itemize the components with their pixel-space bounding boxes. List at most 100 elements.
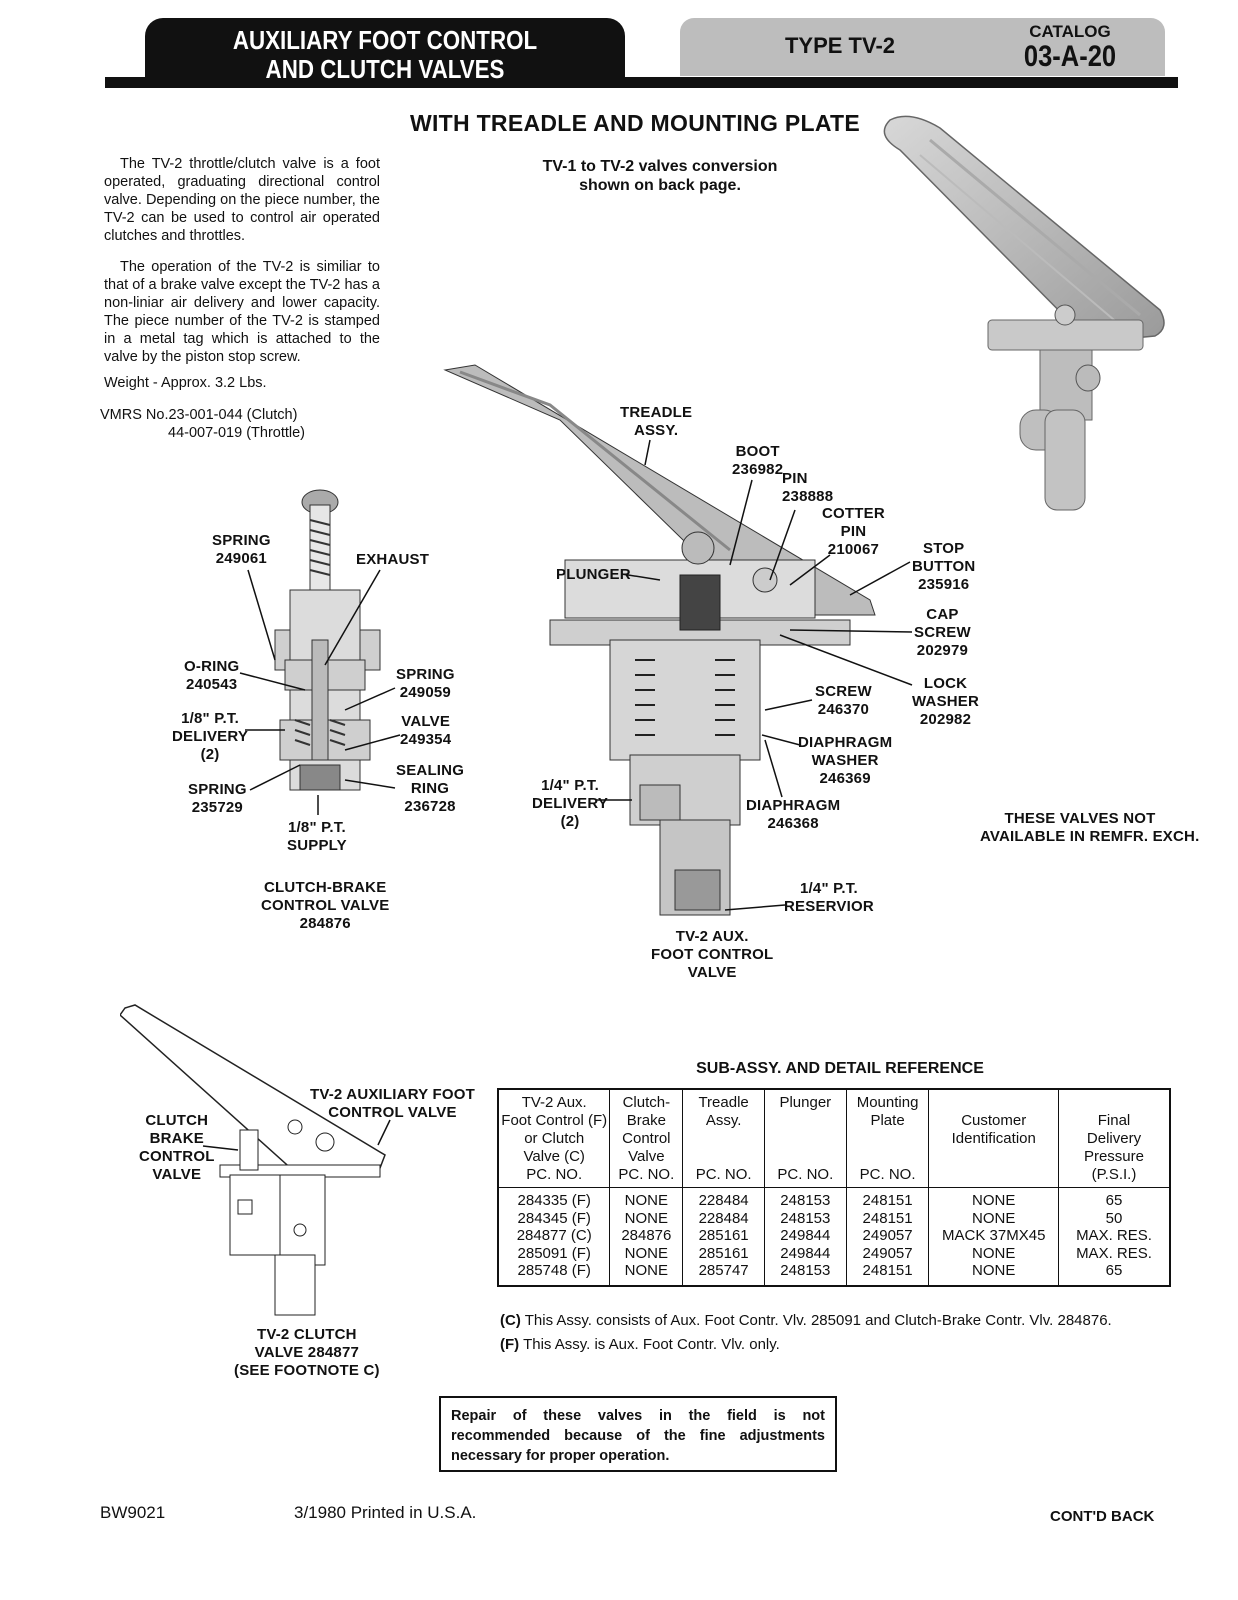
table-column-cell: 284335 (F)284345 (F)284877 (C)285091 (F)…: [498, 1188, 610, 1287]
table-cell: 284876: [621, 1227, 672, 1244]
reference-table-title: SUB-ASSY. AND DETAIL REFERENCE: [696, 1060, 984, 1077]
table-cell: 248151: [862, 1192, 913, 1209]
table-cell: 284335 (F): [517, 1192, 591, 1209]
catalog-number: 03-A-20: [1023, 40, 1117, 73]
table-cell: NONE: [972, 1262, 1016, 1279]
label-boot-236982: BOOT 236982: [732, 443, 784, 478]
table-cell: 248151: [862, 1262, 913, 1279]
table-header-cell: Mounting Plate PC. NO.: [845, 1089, 929, 1188]
table-cell: 285161: [698, 1244, 749, 1262]
table-cell: 249057: [862, 1227, 913, 1244]
label-plunger: PLUNGER: [556, 566, 631, 583]
repair-note-box: Repair of these valves in the field is n…: [439, 1396, 837, 1472]
table-header-cell: Clutch- Brake Control Valve PC. NO.: [609, 1089, 683, 1188]
label-valve-249354: VALVE 249354: [400, 713, 452, 748]
table-cell: 249844: [780, 1227, 831, 1244]
label-delivery-1-4: 1/4" P.T. DELIVERY (2): [532, 777, 609, 830]
table-cell: 285748 (F): [517, 1262, 591, 1279]
table-cell: MACK 37MX45: [942, 1227, 1046, 1244]
table-cell: 65: [1105, 1262, 1123, 1279]
label-diaphragm-246368: DIAPHRAGM 246368: [746, 797, 841, 832]
table-header-cell: Plunger PC. NO.: [763, 1089, 847, 1188]
footnote-f-key: (F): [500, 1336, 520, 1353]
table-cell: MAX. RES.: [1076, 1227, 1152, 1244]
label-pin-238888: PIN 238888: [782, 470, 834, 505]
table-cell: 228484: [698, 1192, 749, 1209]
footnote-f-text: This Assy. is Aux. Foot Contr. Vlv. only…: [523, 1336, 780, 1353]
conversion-note-line2: shown on back page.: [579, 177, 741, 194]
table-cell: NONE: [624, 1244, 669, 1262]
table-header-cell: Final Delivery Pressure (P.S.I.): [1057, 1089, 1170, 1188]
label-delivery-1-8: 1/8" P.T. DELIVERY (2): [172, 710, 249, 763]
table-cell: 249844: [780, 1244, 831, 1262]
table-cell: NONE: [972, 1192, 1016, 1209]
label-cap-screw: CAP SCREW 202979: [914, 606, 971, 659]
treadle-photo: [883, 115, 1165, 511]
label-sealing-ring: SEALING RING 236728: [396, 762, 465, 815]
label-supply-1-8: 1/8" P.T. SUPPLY: [287, 819, 347, 854]
clutch-valve-caption: CLUTCH-BRAKE CONTROL VALVE 284876: [261, 879, 390, 932]
label-spring-249061: SPRING 249061: [212, 532, 271, 567]
footnote-c-text: This Assy. consists of Aux. Foot Contr. …: [524, 1312, 1112, 1329]
label-cotter-pin: COTTER PIN 210067: [822, 505, 885, 558]
table-row: 284335 (F)284345 (F)284877 (C)285091 (F)…: [498, 1187, 1170, 1287]
table-cell: 248153: [780, 1209, 831, 1227]
label-stop-button: STOP BUTTON 235916: [912, 540, 976, 593]
table-cell: NONE: [624, 1262, 669, 1279]
label-screw-246370: SCREW 246370: [815, 683, 872, 718]
conversion-note: TV-1 to TV-2 valves conversion shown on …: [500, 157, 820, 195]
label-diaphragm-washer: DIAPHRAGM WASHER 246369: [798, 734, 893, 787]
table-header-cell: TV-2 Aux. Foot Control (F) or Clutch Val…: [498, 1089, 610, 1188]
table-cell: NONE: [624, 1209, 669, 1227]
page-subtitle: WITH TREADLE AND MOUNTING PLATE: [409, 110, 861, 136]
label-spring-249059: SPRING 249059: [396, 666, 455, 701]
label-oring-240543: O-RING 240543: [184, 658, 240, 693]
table-header-cell: Treadle Assy. PC. NO.: [682, 1089, 765, 1188]
table-header-row: TV-2 Aux. Foot Control (F) or Clutch Val…: [498, 1089, 1170, 1188]
table-cell: 248151: [862, 1209, 913, 1227]
table-cell: NONE: [972, 1244, 1016, 1262]
footer-code: BW9021: [100, 1503, 166, 1522]
table-cell: 284877 (C): [516, 1227, 592, 1244]
intro-paragraph-2: The operation of the TV-2 is similiar to…: [104, 259, 380, 365]
tv2-valve-caption: TV-2 AUX. FOOT CONTROL VALVE: [651, 928, 774, 981]
catalog-label: CATALOG: [1029, 22, 1111, 41]
table-cell: NONE: [972, 1209, 1016, 1227]
table-cell: 285161: [698, 1227, 749, 1244]
footer-date: 3/1980 Printed in U.S.A.: [294, 1503, 477, 1522]
tv2-valve-diagram: [443, 364, 876, 916]
table-cell: MAX. RES.: [1076, 1244, 1152, 1262]
tv2-clutch-assembly-diagram: [120, 1004, 386, 1316]
page-title-line2: AND CLUTCH VALVES: [265, 54, 505, 84]
table-cell: 248153: [780, 1192, 831, 1209]
table-cell: 65: [1105, 1192, 1123, 1209]
table-cell: NONE: [624, 1192, 669, 1209]
valve-type: TYPE TV-2: [784, 33, 896, 58]
intro-paragraph-1: The TV-2 throttle/clutch valve is a foot…: [104, 156, 380, 244]
footnote-f: (F) This Assy. is Aux. Foot Contr. Vlv. …: [500, 1336, 780, 1353]
vmrs-line-1: VMRS No.23-001-044 (Clutch): [100, 407, 298, 423]
page-title: AUXILIARY FOOT CONTROL AND CLUTCH VALVES: [204, 26, 565, 84]
table-cell: 284345 (F): [517, 1209, 591, 1227]
label-exhaust: EXHAUST: [356, 551, 430, 568]
label-clutch-brake-control: CLUTCH BRAKE CONTROL VALVE: [139, 1112, 215, 1183]
label-spring-235729: SPRING 235729: [188, 781, 247, 816]
reference-table: TV-2 Aux. Foot Control (F) or Clutch Val…: [497, 1088, 1171, 1287]
conversion-note-line1: TV-1 to TV-2 valves conversion: [542, 158, 778, 175]
tv2-clutch-caption: TV-2 CLUTCH VALVE 284877 (SEE FOOTNOTE C…: [234, 1326, 380, 1379]
label-treadle-assy: TREADLE ASSY.: [620, 404, 693, 439]
table-cell: 50: [1105, 1209, 1123, 1227]
weight-text: Weight - Approx. 3.2 Lbs.: [104, 375, 267, 391]
continued-back-note: CONT'D BACK: [1050, 1508, 1155, 1525]
header-type-tab: [680, 18, 1165, 76]
table-cell: 248153: [780, 1262, 831, 1279]
